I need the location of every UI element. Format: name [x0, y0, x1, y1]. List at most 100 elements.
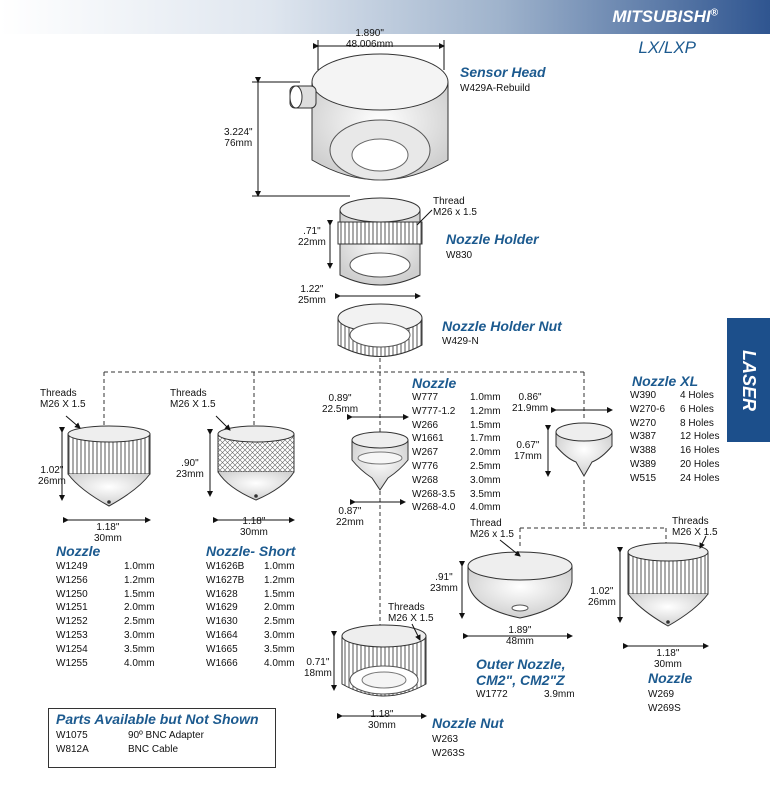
nozzle-mid-drawing — [351, 431, 409, 491]
part-spec: 16 Holes — [680, 445, 720, 457]
part-number: W777 — [412, 392, 439, 403]
part-spec: BNC Cable — [128, 743, 179, 755]
part-number: W1252 — [56, 616, 88, 628]
part-number: W1629 — [206, 602, 238, 614]
nozzle-holder-part: W830 — [446, 250, 473, 261]
part-number: W1665 — [206, 643, 238, 655]
nozzle-mid-dim-bottom: 0.87"22mm — [336, 506, 364, 528]
part-spec: 1.2mm — [470, 405, 501, 417]
part-spec: 90º BNC Adapter — [128, 730, 204, 741]
nozzle-nut-drawing — [341, 624, 427, 697]
part-spec: 20 Holes — [680, 458, 720, 470]
part-spec: 8 Holes — [680, 417, 714, 429]
part-number: W270-6 — [630, 403, 666, 415]
part-spec: 3.0mm — [124, 629, 155, 641]
nozzle-left-width: 1.18"30mm — [94, 522, 122, 544]
part-number: W388 — [630, 445, 657, 457]
part-number: W389 — [630, 458, 657, 470]
parts-not-shown-box — [48, 708, 276, 768]
outer-nozzle-height: .91"23mm — [430, 572, 458, 594]
header-banner — [0, 0, 770, 34]
part-spec: 1.5mm — [264, 588, 295, 600]
part-spec: 2.0mm — [264, 602, 295, 614]
nozzle-short-title: Nozzle- Short — [206, 543, 296, 559]
nozzle-right-title: Nozzle — [648, 670, 693, 686]
nozzle-right-width: 1.18"30mm — [654, 648, 682, 670]
nozzle-holder-nut-part: W429-N — [442, 336, 479, 347]
part-spec: 2.0mm — [470, 447, 501, 459]
table-row: W267 2.0mm — [412, 446, 501, 460]
part-spec: 1.5mm — [470, 419, 501, 431]
part-number: W1249 — [56, 561, 88, 572]
table-row: W1666 4.0mm — [206, 657, 295, 671]
part-spec: 2.5mm — [124, 616, 155, 628]
part-spec: 4.0mm — [124, 657, 155, 669]
table-row: W1252 2.5mm — [56, 615, 155, 629]
nozzle-short-height: .90"23mm — [176, 458, 204, 480]
table-row: W1075 90º BNC Adapter — [56, 729, 204, 743]
part-number: W1627B — [206, 574, 245, 586]
sensor-head-height: 3.224"76mm — [224, 127, 253, 149]
part-number: W387 — [630, 431, 657, 443]
nozzle-xl-width: 0.86"21.9mm — [512, 392, 549, 414]
nozzle-xl-drawing — [555, 422, 613, 478]
nozzle-holder-title: Nozzle Holder — [446, 231, 539, 247]
part-spec: 12 Holes — [680, 431, 720, 443]
part-number: W1075 — [56, 730, 88, 741]
part-number: W268-3.5 — [412, 488, 456, 500]
part-number: W1661 — [412, 433, 444, 445]
part-number: W1630 — [206, 616, 238, 628]
table-row: W1664 3.0mm — [206, 629, 295, 643]
part-spec: 1.5mm — [124, 588, 155, 600]
nozzle-left-height: 1.02"26mm — [38, 465, 66, 487]
part-number: W1253 — [56, 629, 88, 641]
part-spec: 4.0mm — [264, 657, 295, 669]
nozzle-short-drawing — [217, 425, 295, 501]
nozzle-xl-title: Nozzle XL — [632, 373, 699, 389]
part-spec: 3.0mm — [264, 629, 295, 641]
outer-nozzle-title: Outer Nozzle,CM2", CM2"Z — [476, 656, 566, 688]
part-spec: 1.0mm — [470, 392, 501, 403]
part-spec: 4.0mm — [470, 502, 501, 514]
part-number: W1664 — [206, 629, 238, 641]
part-number: W777-1.2 — [412, 405, 456, 417]
part-spec: 4 Holes — [680, 390, 714, 401]
nozzle-nut-width: 1.18"30mm — [368, 709, 396, 731]
side-tab — [727, 318, 770, 442]
part-spec: 2.5mm — [264, 616, 295, 628]
part-number: W1251 — [56, 602, 88, 614]
part-spec: 1.2mm — [264, 574, 295, 586]
table-row: W389 20 Holes — [630, 458, 719, 472]
nozzle-mid-title: Nozzle — [412, 375, 457, 391]
part-number: W267 — [412, 447, 439, 459]
part-spec: 1.7mm — [470, 433, 501, 445]
part-number: W1628 — [206, 588, 238, 600]
outer-nozzle-size: 3.9mm — [544, 689, 575, 700]
table-row: W1253 3.0mm — [56, 629, 155, 643]
table-row: W1630 2.5mm — [206, 615, 295, 629]
part-number: W1666 — [206, 657, 238, 669]
part-spec: 3.0mm — [470, 474, 501, 486]
part-spec: 6 Holes — [680, 403, 714, 415]
outer-nozzle-width: 1.89"48mm — [506, 625, 534, 647]
sensor-head-part: W429A-Rebuild — [460, 83, 531, 94]
